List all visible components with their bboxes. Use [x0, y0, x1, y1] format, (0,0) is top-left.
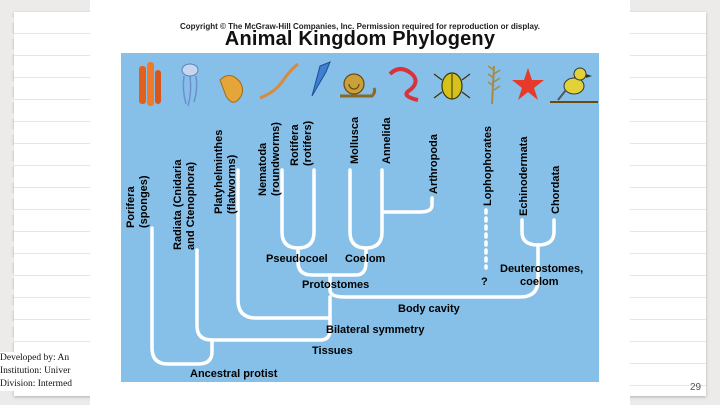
taxon-sublabel-radiata: and Ctenophora) — [185, 162, 197, 250]
taxon-label-arthropoda: Arthropoda — [428, 133, 440, 194]
taxon-label-chordata: Chordata — [550, 165, 562, 214]
rotifer-icon — [312, 62, 330, 96]
starfish-icon — [512, 68, 544, 100]
paper-binding-holes — [6, 12, 16, 396]
node-label-pseudocoel: Pseudocoel — [266, 253, 328, 265]
credit-institution: Institution: Univer — [0, 365, 92, 378]
node-label-protostomes: Protostomes — [302, 279, 369, 291]
branch-deuterostomes — [522, 220, 554, 245]
sponge-icon — [139, 62, 161, 106]
node-label-bilateral-symmetry: Bilateral symmetry — [326, 324, 425, 336]
roundworm-icon — [260, 64, 298, 98]
taxon-sublabel-nematoda: (roundworms) — [270, 122, 282, 196]
node-label-ancestral-protist: Ancestral protist — [190, 368, 278, 380]
page-number: 29 — [690, 382, 701, 393]
credit-division: Division: Intermed — [0, 378, 92, 391]
jellyfish-icon — [182, 64, 198, 106]
beetle-icon — [434, 73, 470, 99]
taxon-sublabel-platyhelminthes: (flatworms) — [226, 154, 238, 214]
node-label-deuterostomes-coelom: coelom — [520, 276, 559, 288]
taxon-label-lophophorates: Lophophorates — [482, 126, 494, 206]
slide-title: Animal Kingdom Phylogeny — [90, 28, 630, 51]
taxon-label-nematoda: Nematoda — [257, 142, 269, 196]
earthworm-icon — [390, 69, 418, 100]
taxon-label-porifera: Porifera — [125, 186, 137, 228]
taxon-sublabel-rotifera: (rotifers) — [302, 120, 314, 166]
author-credit: Developed by: An Institution: Univer Div… — [0, 352, 92, 391]
taxon-sublabel-porifera: (sponges) — [138, 175, 150, 228]
lophophorate-icon — [488, 66, 500, 104]
bird-icon — [550, 68, 598, 102]
node-label-unknown: ? — [481, 276, 488, 288]
flatworm-icon — [220, 75, 243, 102]
taxon-label-annelida: Annelida — [381, 117, 393, 164]
node-label-deuterostomes: Deuterostomes, — [500, 263, 583, 275]
taxon-label-platyhelminthes: Platyhelminthes — [213, 130, 225, 214]
credit-developer: Developed by: An — [0, 352, 92, 365]
node-label-coelom: Coelom — [345, 253, 386, 265]
taxon-label-mollusca: Mollusca — [349, 116, 361, 164]
node-label-tissues: Tissues — [312, 345, 353, 357]
branch-arthropoda — [400, 198, 432, 212]
node-label-body-cavity: Body cavity — [398, 303, 461, 315]
phylogeny-diagram: Porifera (sponges) Radiata (Cnidaria and… — [121, 53, 599, 382]
taxon-label-rotifera: Rotifera — [289, 124, 301, 166]
branch-coelom — [350, 170, 400, 248]
snail-icon — [340, 74, 375, 96]
branch-pseudocoel — [282, 170, 314, 248]
taxon-label-radiata: Radiata (Cnidaria — [172, 159, 184, 250]
taxon-label-echinodermata: Echinodermata — [518, 136, 530, 216]
